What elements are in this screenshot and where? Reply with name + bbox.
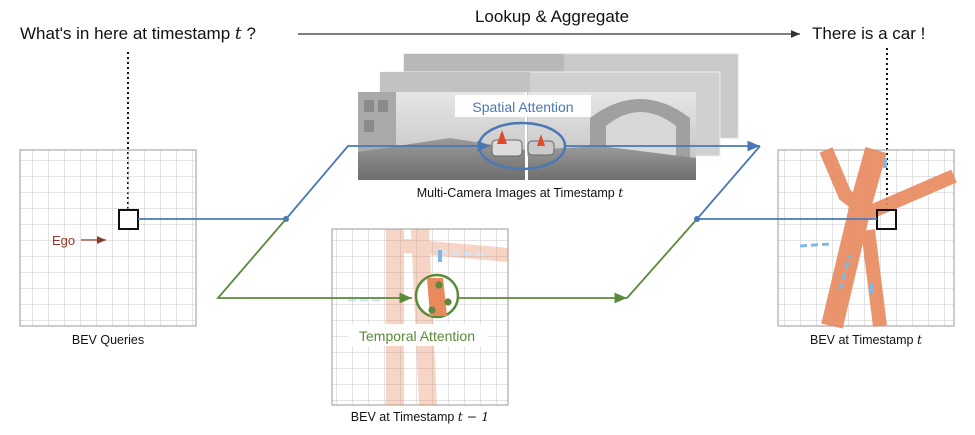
prev-bev-grid: Temporal Attention [331,228,509,406]
current-bev-grid [777,147,957,329]
spatial-attention-label: Spatial Attention [472,99,573,115]
temporal-flow-line [216,218,412,304]
camera-images: Spatial Attention [358,53,739,180]
prev-bev-label: BEV at Timestamp t − 1 [351,409,489,424]
temporal-merge-line [626,218,698,299]
bev-queries-grid: Ego [19,149,197,327]
ego-label: Ego [52,233,75,248]
answer-text: There is a car ! [812,24,925,43]
current-bev-label: BEV at Timestamp t [810,332,923,347]
spatial-flow-line [285,140,490,220]
ego-query-cell [118,209,139,230]
bev-queries-label: BEV Queries [72,333,144,347]
lookup-label: Lookup & Aggregate [475,7,629,26]
spatial-merge-line [696,145,761,220]
cameras-label: Multi-Camera Images at Timestamp t [417,185,624,200]
temporal-attention-label: Temporal Attention [359,328,475,344]
question-text: What's in here at timestamp t ? [20,24,256,44]
